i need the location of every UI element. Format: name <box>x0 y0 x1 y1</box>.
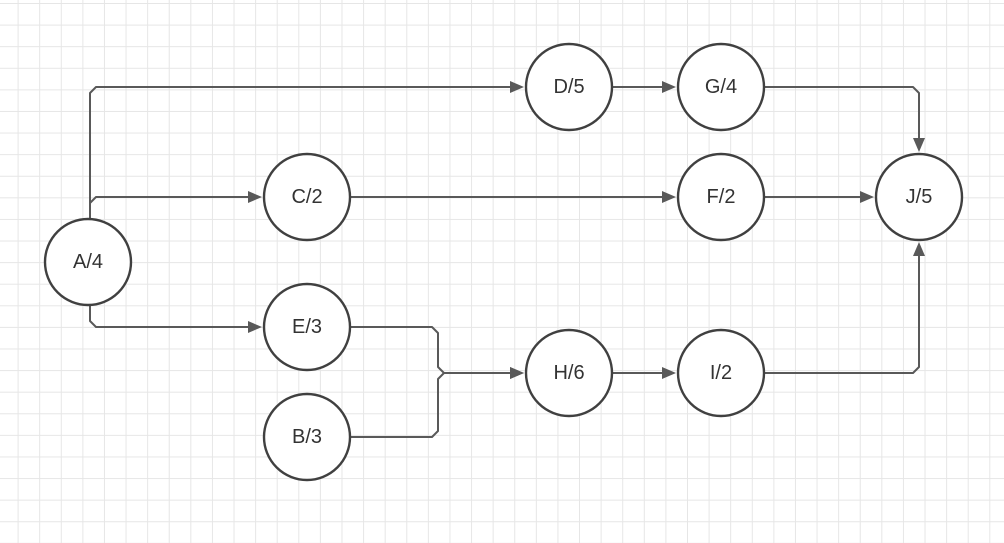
node-label: C/2 <box>291 186 322 208</box>
edge-d-to-g <box>612 81 676 93</box>
node-g: G/4 <box>676 42 766 132</box>
edge-line <box>764 256 920 374</box>
edge-a-to-d <box>89 81 524 219</box>
arrowhead-icon <box>662 367 676 379</box>
node-circle <box>524 42 614 132</box>
node-circle <box>262 282 352 372</box>
edge-a-to-c <box>89 191 262 219</box>
node-label: B/3 <box>292 426 322 448</box>
node-label: F/2 <box>707 186 736 208</box>
node-e: E/3 <box>262 282 352 372</box>
edge-line <box>764 86 920 138</box>
node-circle <box>676 152 766 242</box>
node-circle <box>874 152 964 242</box>
node-label: E/3 <box>292 316 322 338</box>
node-c: C/2 <box>262 152 352 242</box>
edge-line <box>89 86 510 219</box>
node-circle <box>262 152 352 242</box>
edge-e-to-h <box>350 326 524 379</box>
arrowhead-icon <box>248 321 262 333</box>
node-label: I/2 <box>710 362 732 384</box>
node-label: J/5 <box>906 186 933 208</box>
edge-b-to-h <box>350 367 524 438</box>
node-circle <box>676 42 766 132</box>
node-circle <box>43 217 133 307</box>
arrowhead-icon <box>913 138 925 152</box>
edge-line <box>350 326 510 374</box>
edge-i-to-j <box>764 242 925 374</box>
node-label: H/6 <box>553 362 584 384</box>
arrowhead-icon <box>248 191 262 203</box>
node-i: I/2 <box>676 328 766 418</box>
node-label: G/4 <box>705 76 737 98</box>
edge-h-to-i <box>612 367 676 379</box>
arrowhead-icon <box>913 242 925 256</box>
node-f: F/2 <box>676 152 766 242</box>
arrowhead-icon <box>510 81 524 93</box>
node-circle <box>676 328 766 418</box>
edge-f-to-j <box>764 191 874 203</box>
arrowhead-icon <box>860 191 874 203</box>
node-a: A/4 <box>43 217 133 307</box>
node-circle <box>262 392 352 482</box>
arrowhead-icon <box>662 191 676 203</box>
node-j: J/5 <box>874 152 964 242</box>
node-d: D/5 <box>524 42 614 132</box>
node-label: D/5 <box>553 76 584 98</box>
nodes-layer: A/4B/3 C/2 D/5E/3 F/2 G/4H/6 I/2 J/5 <box>43 42 964 482</box>
edge-line <box>89 305 248 328</box>
edge-line <box>350 372 510 438</box>
node-h: H/6 <box>524 328 614 418</box>
node-circle <box>524 328 614 418</box>
edge-line <box>89 196 248 219</box>
arrowhead-icon <box>510 367 524 379</box>
node-b: B/3 <box>262 392 352 482</box>
node-label: A/4 <box>73 251 103 273</box>
edge-g-to-j <box>764 86 925 152</box>
edges-layer <box>89 81 925 438</box>
edge-a-to-e <box>89 305 262 333</box>
arrowhead-icon <box>662 81 676 93</box>
edge-c-to-f <box>350 191 676 203</box>
